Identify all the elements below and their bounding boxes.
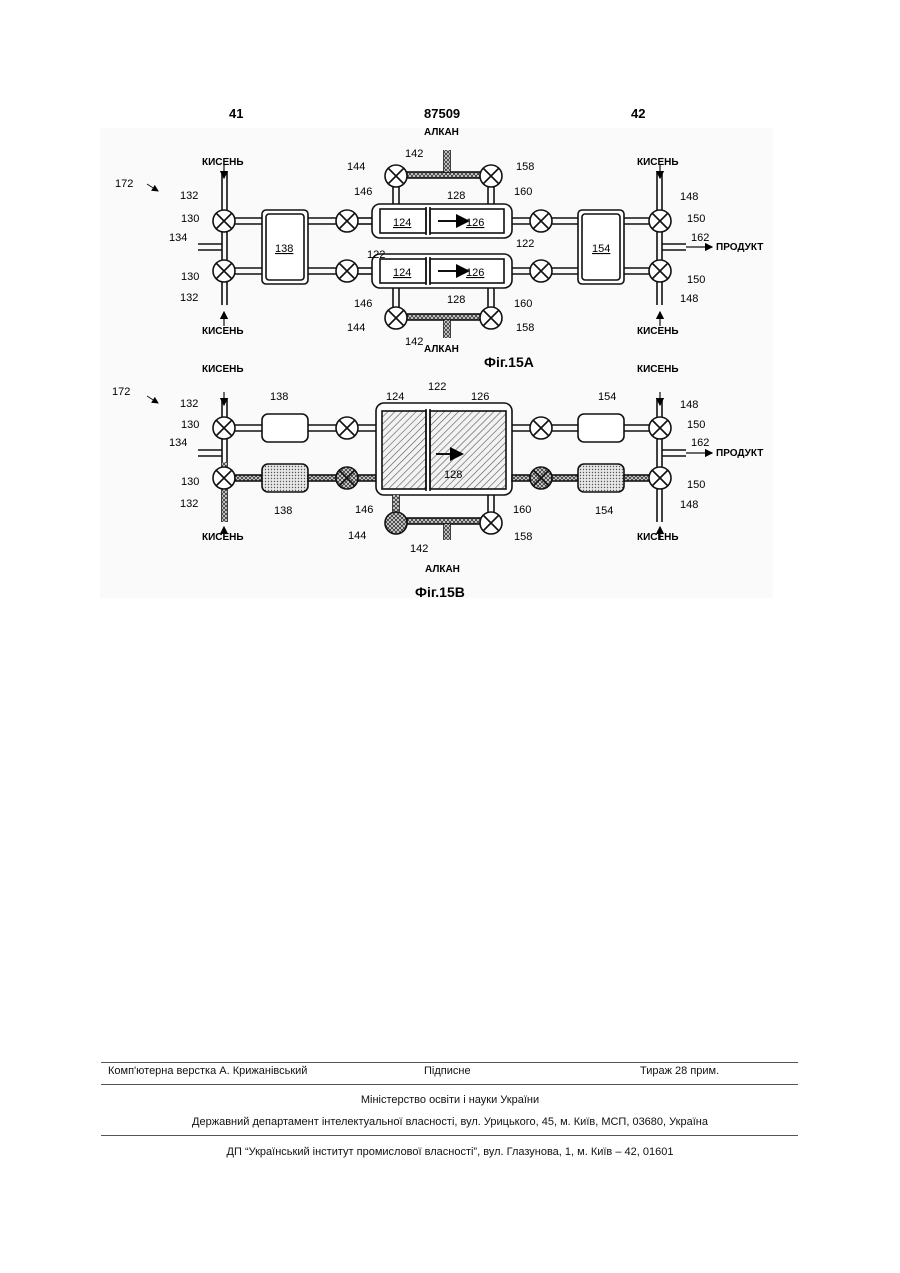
ref-154-b-bottom: 154 <box>595 505 613 517</box>
footer-rule-top <box>101 1062 798 1063</box>
ref-144-a-top: 144 <box>347 161 365 173</box>
ref-130-b-top: 130 <box>181 419 199 431</box>
ref-134-a: 134 <box>169 232 187 244</box>
ref-142-a-top: 142 <box>405 148 423 160</box>
ref-150-b-bottom: 150 <box>687 479 705 491</box>
signed-note: Підписне <box>424 1065 471 1077</box>
ref-146-a-top: 146 <box>354 186 372 198</box>
oxygen-label-a-bottom-right: КИСЕНЬ <box>637 326 679 337</box>
ref-158-a-top: 158 <box>516 161 534 173</box>
institute-line: ДП “Український інститут промислової вла… <box>0 1146 900 1158</box>
ref-124-a-bottom: 124 <box>393 267 411 279</box>
caption-fig-15b: Фіг.15В <box>415 584 465 600</box>
ref-172-b: 172 <box>112 386 130 398</box>
ref-146-b: 146 <box>355 504 373 516</box>
vessel-154-b-bottom <box>578 464 624 492</box>
oxygen-label-a-bottom-left: КИСЕНЬ <box>202 326 244 337</box>
ref-158-b: 158 <box>514 531 532 543</box>
ref-160-b: 160 <box>513 504 531 516</box>
ref-150-a-top: 150 <box>687 213 705 225</box>
ref-146-a-bottom: 146 <box>354 298 372 310</box>
ref-126-a-bottom: 126 <box>466 267 484 279</box>
ref-150-b-top: 150 <box>687 419 705 431</box>
vessel-138-b-top <box>262 414 308 442</box>
ref-132-a-top: 132 <box>180 190 198 202</box>
ref-128-a-bottom: 128 <box>447 294 465 306</box>
ref-132-b-bottom: 132 <box>180 498 198 510</box>
valve-130-b-top <box>213 417 235 439</box>
vessel-154-b-top <box>578 414 624 442</box>
ref-160-a-top: 160 <box>514 186 532 198</box>
ref-142-a-bottom: 142 <box>405 336 423 348</box>
ref-154-b-top: 154 <box>598 391 616 403</box>
department-line: Державний департамент інтелектуальної вл… <box>0 1116 900 1128</box>
ref-142-b: 142 <box>410 543 428 555</box>
ref-132-b-top: 132 <box>180 398 198 410</box>
ref-162-a: 162 <box>691 232 709 244</box>
alkane-label-a-top: АЛКАН <box>424 127 459 138</box>
circulation-note: Тираж 28 прим. <box>640 1065 719 1077</box>
ref-148-a-bottom: 148 <box>680 293 698 305</box>
oxygen-label-a-top-left: КИСЕНЬ <box>202 157 244 168</box>
ref-150-a-bottom: 150 <box>687 274 705 286</box>
ref-132-a-bottom: 132 <box>180 292 198 304</box>
oxygen-label-b-bottom-left: КИСЕНЬ <box>202 532 244 543</box>
ref-128-a-top: 128 <box>447 190 465 202</box>
oxygen-label-b-bottom-right: КИСЕНЬ <box>637 532 679 543</box>
valve-130-bottom <box>213 260 235 282</box>
valve-130-top <box>213 210 235 232</box>
footer-rule-bottom <box>101 1135 798 1136</box>
ref-130-a-bottom: 130 <box>181 271 199 283</box>
layout-credit: Комп'ютерна верстка А. Крижанівський <box>108 1065 307 1077</box>
caption-fig-15a: Фіг.15А <box>484 354 534 370</box>
oxygen-label-b-top-right: КИСЕНЬ <box>637 364 679 375</box>
alkane-label-b: АЛКАН <box>425 564 460 575</box>
ref-128-b: 128 <box>444 469 462 481</box>
product-label-b: ПРОДУКТ <box>716 448 763 459</box>
ref-130-a-top: 130 <box>181 213 199 225</box>
ref-148-b-top: 148 <box>680 399 698 411</box>
ministry-line: Міністерство освіти і науки України <box>0 1094 900 1106</box>
ref-122-a-left: 122 <box>367 249 385 261</box>
ref-172-a: 172 <box>115 178 133 190</box>
alkane-label-a-bottom: АЛКАН <box>424 344 459 355</box>
oxygen-label-a-top-right: КИСЕНЬ <box>637 157 679 168</box>
ref-154-a: 154 <box>592 243 610 255</box>
oxygen-label-b-top-left: КИСЕНЬ <box>202 364 244 375</box>
ref-138-a: 138 <box>275 243 293 255</box>
ref-144-b: 144 <box>348 530 366 542</box>
ref-134-b: 134 <box>169 437 187 449</box>
ref-130-b-bottom: 130 <box>181 476 199 488</box>
valve-130-b-bottom <box>213 467 235 489</box>
ref-148-b-bottom: 148 <box>680 499 698 511</box>
ref-122-a-right: 122 <box>516 238 534 250</box>
scan-area <box>100 128 773 598</box>
ref-126-a-top: 126 <box>466 217 484 229</box>
ref-160-a-bottom: 160 <box>514 298 532 310</box>
ref-126-b: 126 <box>471 391 489 403</box>
ref-124-b: 124 <box>386 391 404 403</box>
ref-144-a-bottom: 144 <box>347 322 365 334</box>
ref-138-b-top: 138 <box>270 391 288 403</box>
ref-122-b: 122 <box>428 381 446 393</box>
product-label-a: ПРОДУКТ <box>716 242 763 253</box>
vessel-138-b-bottom <box>262 464 308 492</box>
patent-drawing: КИСЕНЬ КИСЕНЬ КИСЕНЬ КИСЕНЬ АЛКАН АЛКАН … <box>0 0 900 620</box>
ref-162-b: 162 <box>691 437 709 449</box>
footer-rule-middle <box>101 1084 798 1085</box>
ref-158-a-bottom: 158 <box>516 322 534 334</box>
ref-138-b-bottom: 138 <box>274 505 292 517</box>
ref-124-a-top: 124 <box>393 217 411 229</box>
ref-148-a-top: 148 <box>680 191 698 203</box>
